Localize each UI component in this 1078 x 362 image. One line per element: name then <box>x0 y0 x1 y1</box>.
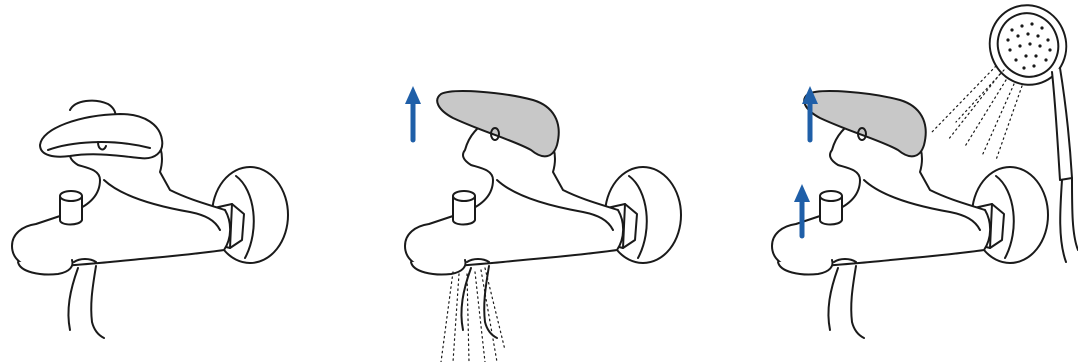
water-spray-icon <box>932 66 1022 160</box>
mixer-faucet-icon <box>12 101 288 338</box>
panel-spout <box>405 86 681 362</box>
water-spray-icon <box>441 268 505 362</box>
panel-shower <box>772 0 1078 338</box>
panel-off <box>12 101 288 338</box>
mixer-faucet-icon <box>405 91 681 338</box>
lever-closed <box>40 114 162 158</box>
up-arrow-icon <box>405 86 421 140</box>
